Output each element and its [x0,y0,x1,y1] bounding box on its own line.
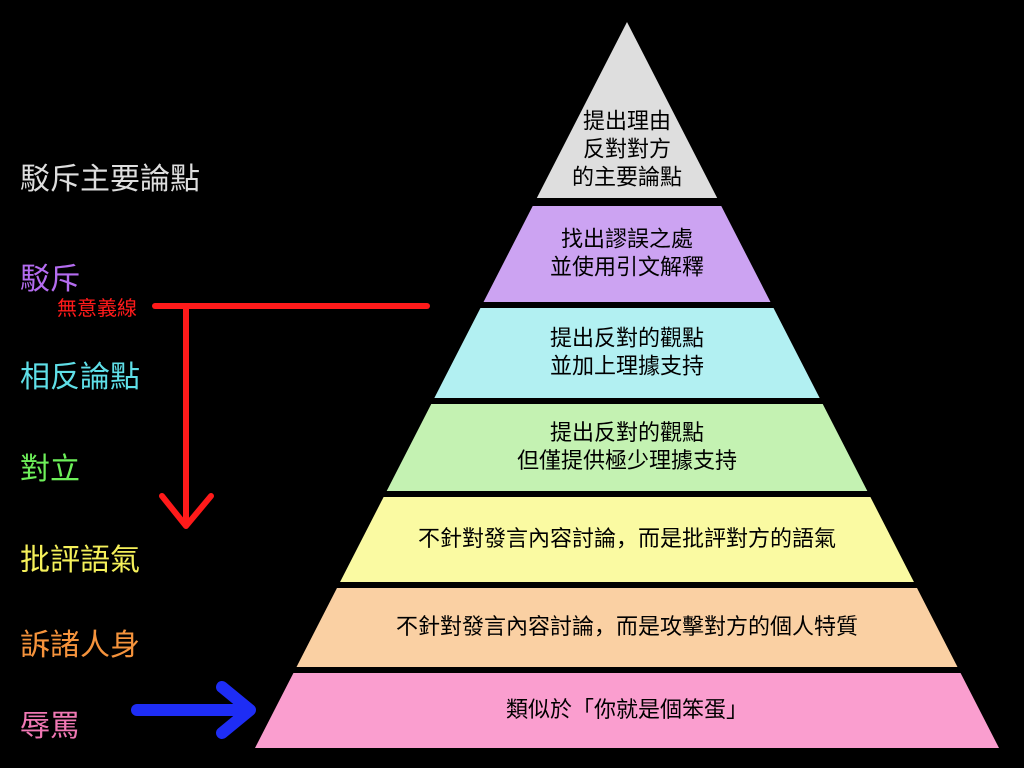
tier-refute-central-point-text: 的主要論點 [572,166,682,191]
level-label-counterargument: 相反論點 [20,360,140,395]
tier-name-calling [255,673,999,748]
tier-refutation-text: 找出謬誤之處 [561,228,693,253]
tier-ad-hominem [296,588,958,667]
level-label-name-calling: 辱罵 [20,709,80,744]
tier-ad-hominem-text: 不針對發言內容討論，而是攻擊對方的個人特質 [396,615,858,640]
tier-refute-central-point-text: 提出理由 [583,110,671,135]
tier-counterargument [434,308,820,398]
nonsense-down-arrow-head [159,493,214,529]
level-label-refute-central-point: 駁斥主要論點 [20,162,200,197]
level-label-responding-to-tone: 批評語氣 [20,543,140,578]
tier-responding-to-tone-text: 不針對發言內容討論，而是批評對方的語氣 [418,527,836,552]
tier-contradiction-text: 但僅提供極少理據支持 [517,449,737,474]
tier-contradiction [386,404,868,491]
nonsense-line-label: 無意義線 [57,296,137,320]
tier-refute-central-point [536,22,718,198]
tier-contradiction-text: 提出反對的觀點 [550,421,704,446]
level-label-contradiction: 對立 [20,452,80,487]
lowest-level-arrow-head [216,681,256,739]
tier-refute-central-point-text: 反對對方 [583,138,671,163]
tier-counterargument-text: 提出反對的觀點 [550,327,704,352]
level-label-refutation: 駁斥 [20,262,80,297]
level-label-ad-hominem: 訴諸人身 [20,628,140,663]
tier-refutation [483,206,771,302]
tier-responding-to-tone [340,497,914,582]
tier-name-calling-text: 類似於「你就是個笨蛋」 [506,698,748,723]
tier-refutation-text: 並使用引文解釋 [550,256,704,281]
tier-counterargument-text: 並加上理據支持 [550,355,704,380]
